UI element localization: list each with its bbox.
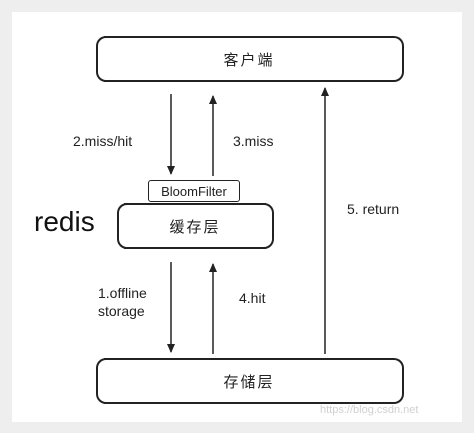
edge-label-return: 5. return <box>347 201 400 217</box>
cache-layer-label: 缓存层 <box>169 217 221 236</box>
edge-label-hit: 4.hit <box>239 290 266 306</box>
client-layer-box: 客户端 <box>104 36 394 82</box>
bloom-filter-box: BloomFilter <box>148 180 240 202</box>
edge-label-miss: 3.miss <box>233 133 274 149</box>
cache-layer-box: 缓存层 <box>124 203 266 249</box>
edge-label-offline-storage: 1.offline storage <box>98 285 147 319</box>
edge-label-miss-hit: 2.miss/hit <box>73 133 133 149</box>
client-layer-label: 客户端 <box>223 50 275 69</box>
storage-layer-box: 存储层 <box>104 358 394 404</box>
storage-layer-left-bracket <box>96 358 108 404</box>
cache-layer-left-bracket <box>117 203 129 249</box>
client-layer-left-bracket <box>96 36 108 82</box>
storage-layer-right-bracket <box>392 358 404 404</box>
redis-label: redis <box>34 206 95 237</box>
bloom-filter-label: BloomFilter <box>161 183 227 199</box>
watermark: https://blog.csdn.net <box>320 404 419 416</box>
storage-layer-label: 存储层 <box>223 372 275 391</box>
cache-layer-right-bracket <box>262 203 274 249</box>
client-layer-right-bracket <box>392 36 404 82</box>
